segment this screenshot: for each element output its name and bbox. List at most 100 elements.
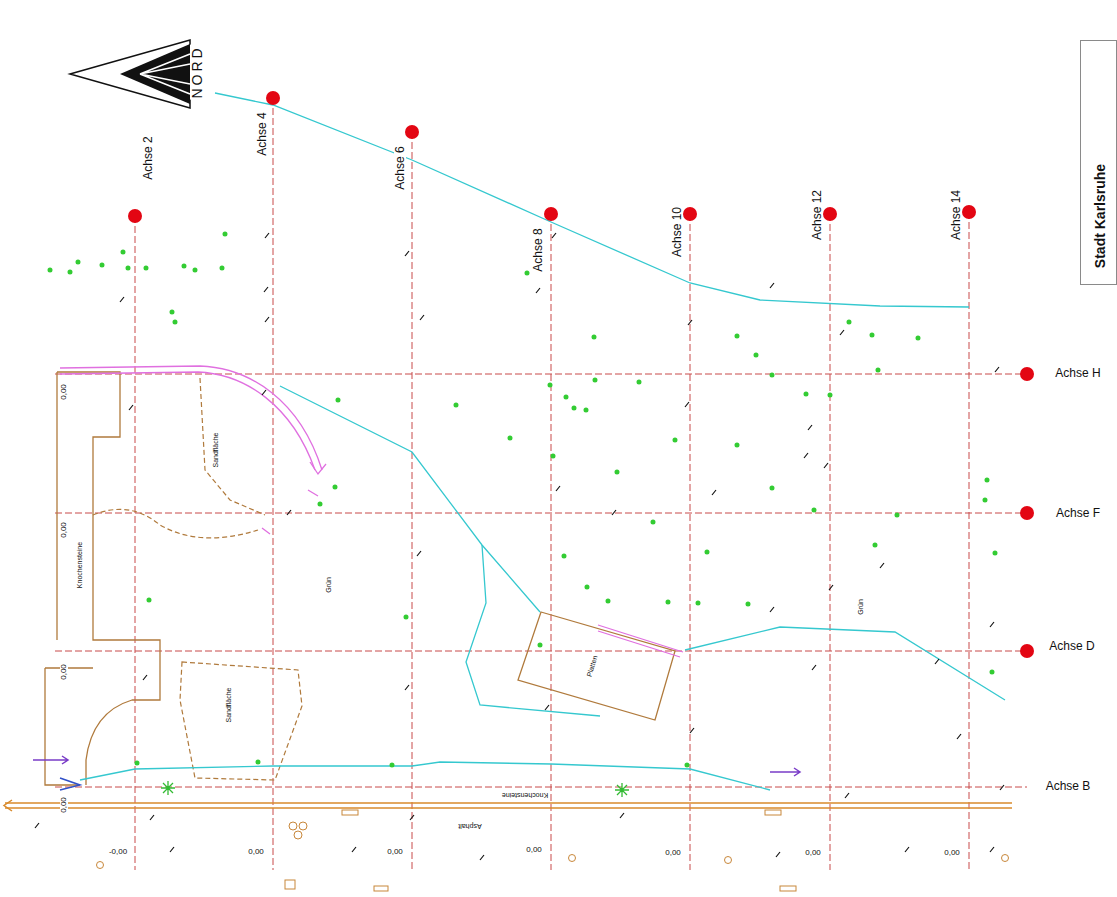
symbol: [725, 857, 732, 864]
path-line: [280, 386, 540, 612]
tree-symbol: [161, 781, 629, 797]
symbol: [289, 822, 297, 830]
sand-outline: [93, 378, 302, 780]
path-line: [466, 545, 600, 716]
surface-label: Sandfläche: [212, 431, 219, 468]
marker-arrow: [770, 768, 800, 776]
surface-label: Platten: [585, 654, 599, 679]
level-value: 0,00: [664, 849, 682, 857]
symbol: [97, 862, 104, 869]
paving-line: [56, 372, 57, 640]
surface-label: Knochensteine: [501, 792, 549, 799]
symbol: [294, 831, 302, 839]
level-value: 0,00: [60, 663, 68, 681]
axis-line: [690, 214, 691, 870]
surface-label: Grün: [325, 576, 332, 594]
title-box: Stadt Karlsruhe: [1080, 40, 1117, 285]
axis-dot: [266, 91, 280, 105]
north-arrow-rays: [140, 54, 190, 94]
axis-line: [969, 212, 970, 870]
curb-end: [310, 462, 326, 474]
axis-dot: [683, 207, 697, 221]
road-edge-end: [4, 800, 12, 811]
level-value: 0,00: [60, 796, 68, 814]
axis-lines: [55, 98, 1027, 870]
level-value: 0,00: [247, 848, 265, 856]
axis-line: [412, 132, 413, 870]
slab-outline: [518, 612, 675, 720]
level-value: 0,00: [804, 849, 822, 857]
curb-lines: [60, 366, 683, 657]
axis-dot: [962, 205, 976, 219]
path-line: [215, 93, 969, 307]
curb-line: [60, 366, 322, 470]
path-line: [685, 627, 1005, 700]
axis-label: Achse 6: [394, 145, 406, 190]
axis-line: [830, 214, 831, 870]
surface-label: Knochensteine: [76, 541, 83, 589]
axis-line: [55, 651, 1027, 652]
axis-label: Achse F: [1055, 507, 1101, 519]
axis-label: Achse 10: [671, 206, 683, 258]
axis-label: Achse 2: [142, 135, 154, 180]
axis-dot: [1020, 644, 1034, 658]
symbol: [342, 810, 358, 815]
level-value: 0,00: [386, 848, 404, 856]
level-value: -0,00: [108, 848, 128, 856]
road-edge: [4, 800, 1012, 811]
axis-dot: [1020, 506, 1034, 520]
curb-line: [60, 372, 315, 470]
level-value: 0,00: [60, 521, 68, 539]
level-value: 0,00: [525, 846, 543, 854]
markers: [33, 756, 800, 790]
axis-line: [55, 787, 1027, 788]
level-value: 0,00: [60, 383, 68, 401]
path-line: [80, 762, 770, 790]
tree-dots: [50, 234, 995, 765]
sand-line: [200, 378, 265, 515]
sand-line: [180, 662, 302, 780]
north-arrow: [70, 40, 190, 108]
road-edge-line: [5, 802, 1012, 804]
surface-label: Grün: [857, 598, 864, 616]
axis-line: [55, 513, 1027, 514]
axis-label: Achse D: [1048, 640, 1095, 652]
symbol: [1002, 855, 1009, 862]
symbol: [765, 810, 781, 815]
road-edge-line: [5, 807, 1012, 809]
axis-dot: [544, 207, 558, 221]
axis-line: [135, 216, 136, 870]
surface-label: Asphalt: [457, 823, 482, 830]
marker-arrow: [33, 756, 68, 764]
axis-label: Achse B: [1045, 780, 1092, 792]
symbol: [374, 886, 388, 891]
surface-label: Sandfläche: [225, 686, 232, 723]
axis-label: Achse 14: [950, 189, 962, 241]
survey-ticks: [35, 233, 1004, 860]
level-value: 0,00: [943, 849, 961, 857]
axis-line: [55, 374, 1027, 375]
axis-line: [273, 98, 274, 870]
axis-dots: [128, 91, 1034, 658]
sand-line: [93, 509, 258, 538]
axis-label: Achse H: [1054, 367, 1101, 379]
axis-label: Achse 4: [256, 111, 268, 156]
title-text: Stadt Karlsruhe: [1093, 164, 1107, 268]
axis-label: Achse 12: [811, 189, 823, 241]
north-label: NORD: [190, 44, 204, 99]
paving-line: [57, 372, 160, 785]
site-symbols: [97, 810, 1009, 891]
paving-line: [45, 668, 93, 785]
axis-dot: [823, 207, 837, 221]
axis-dot: [405, 125, 419, 139]
marker-arrow: [60, 778, 80, 790]
axis-dot: [128, 209, 142, 223]
symbol: [285, 880, 295, 889]
symbol: [569, 855, 576, 862]
axis-label: Achse 8: [532, 227, 544, 272]
paving-outline: [45, 372, 675, 785]
path-lines: [80, 93, 1005, 790]
north-arrow-fill: [120, 44, 190, 104]
